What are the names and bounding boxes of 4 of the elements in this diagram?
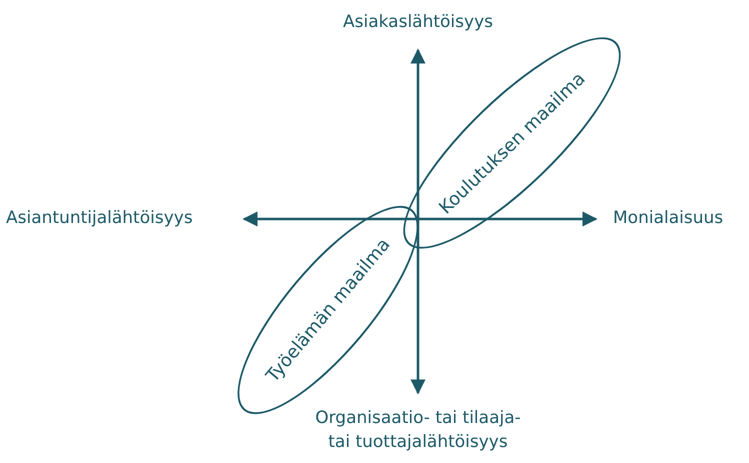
axis-label: Asiantuntijalähtöisyys [6, 208, 193, 228]
axis-label: Asiakaslähtöisyys [343, 12, 493, 32]
axis-label: Organisaatio- tai tilaaja- tai tuottajalähtöisyys [314, 407, 522, 454]
axis-label: Monialaisuus [613, 208, 724, 228]
